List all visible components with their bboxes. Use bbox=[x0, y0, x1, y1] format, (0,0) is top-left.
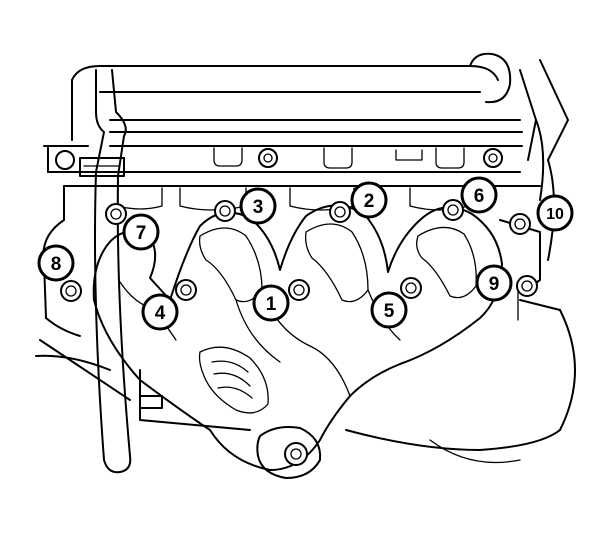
bolt-icon bbox=[516, 275, 538, 297]
bolt-icon bbox=[329, 201, 351, 223]
callout-4-label: 4 bbox=[155, 303, 166, 324]
callout-7-label: 7 bbox=[136, 223, 147, 244]
bolt-icon bbox=[400, 277, 422, 299]
callout-9: 9 bbox=[475, 264, 513, 302]
engine-head-outline bbox=[35, 52, 576, 464]
bolt-icon bbox=[60, 280, 82, 302]
callout-6-label: 6 bbox=[474, 186, 485, 207]
bolt-icon bbox=[288, 279, 310, 301]
callout-3-label: 3 bbox=[253, 197, 264, 218]
manifold-bolts bbox=[60, 199, 538, 302]
bolt-icon bbox=[214, 200, 236, 222]
callout-5-label: 5 bbox=[384, 301, 395, 322]
callout-1: 1 bbox=[252, 284, 290, 322]
callout-3: 3 bbox=[239, 187, 277, 225]
callout-1-label: 1 bbox=[266, 294, 277, 315]
bolt-icon bbox=[175, 279, 197, 301]
callout-2: 2 bbox=[350, 181, 388, 219]
callout-7: 7 bbox=[122, 213, 160, 251]
bolt-icon bbox=[442, 199, 464, 221]
callout-5: 5 bbox=[370, 291, 408, 329]
bolt-icon bbox=[509, 213, 531, 235]
callout-6: 6 bbox=[460, 176, 498, 214]
callout-8: 8 bbox=[37, 244, 75, 282]
callout-8-label: 8 bbox=[51, 254, 62, 275]
callout-2-label: 2 bbox=[364, 191, 375, 212]
dipstick-tube bbox=[79, 69, 132, 474]
callout-4: 4 bbox=[141, 293, 179, 331]
bolt-icon bbox=[105, 203, 127, 225]
callout-10: 10 bbox=[536, 194, 574, 232]
callout-9-label: 9 bbox=[489, 274, 500, 295]
callout-10-label: 10 bbox=[546, 206, 564, 223]
exhaust-manifold bbox=[92, 204, 541, 479]
